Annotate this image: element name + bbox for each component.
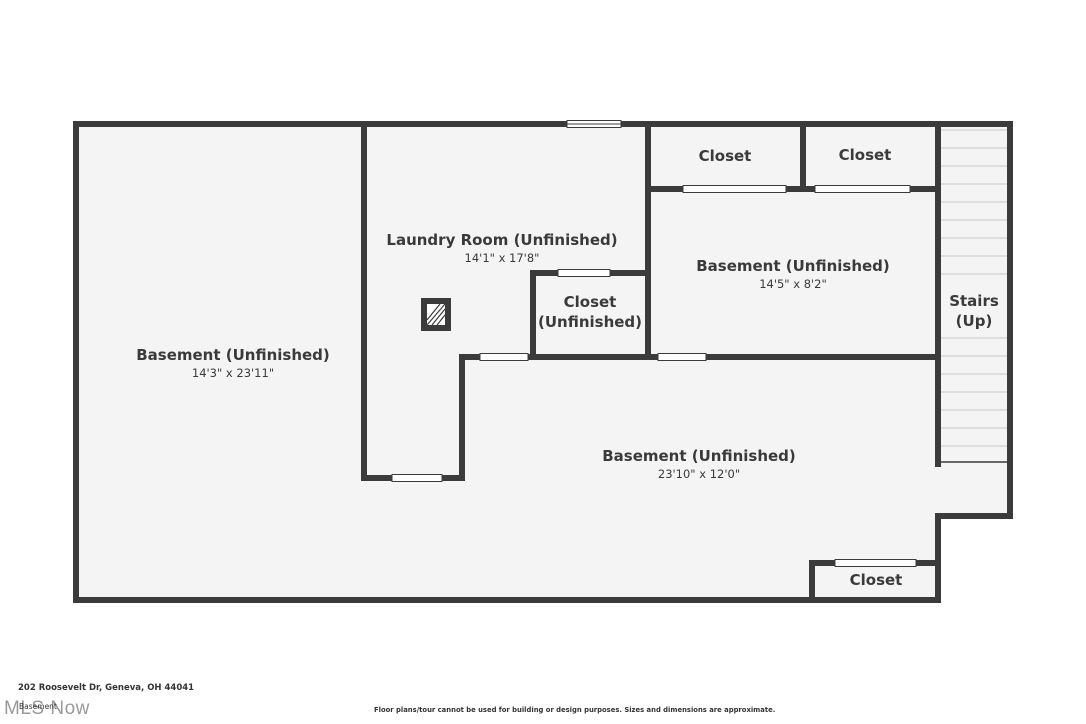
basement-right-dims: 14'5" x 8'2"	[759, 277, 827, 291]
opening-closet-top-2	[814, 185, 911, 193]
exterior-wall	[73, 121, 1013, 603]
mls-now-logo: MLS Now	[4, 698, 90, 719]
basement-right-name: Basement (Unfinished)	[696, 257, 890, 275]
opening-closet-top-1	[682, 185, 787, 193]
stair-treads	[940, 129, 1007, 463]
opening-laundry-bottom	[391, 474, 443, 482]
basement-left-name: Basement (Unfinished)	[136, 346, 330, 364]
stairs-label-bg	[945, 288, 1002, 332]
closet-mid-name-1: Closet	[564, 293, 617, 311]
opening-closet-mid	[557, 269, 611, 277]
door-openings	[391, 185, 917, 567]
closet-top-1-name: Closet	[699, 147, 752, 165]
closet-top-2-name: Closet	[839, 146, 892, 164]
laundry-name: Laundry Room (Unfinished)	[386, 231, 617, 249]
closet-bottom-name: Closet	[850, 571, 903, 589]
basement-bottom-name: Basement (Unfinished)	[602, 447, 796, 465]
property-address: 202 Roosevelt Dr, Geneva, OH 44041	[18, 683, 195, 693]
laundry-dims: 14'1" x 17'8"	[465, 251, 540, 265]
floor-area	[76, 124, 1010, 600]
chimney-symbol	[421, 298, 451, 331]
stairs-name-1: Stairs	[949, 292, 999, 310]
basement-bottom-dims: 23'10" x 12'0"	[658, 467, 740, 481]
stairs-name-2: (Up)	[956, 312, 993, 330]
closet-mid-name-2: (Unfinished)	[538, 313, 642, 331]
basement-left-dims: 14'3" x 23'11"	[192, 366, 274, 380]
opening-basement-right	[657, 353, 707, 361]
opening-step-top	[479, 353, 529, 361]
window	[566, 120, 622, 128]
disclaimer-text: Floor plans/tour cannot be used for buil…	[374, 706, 776, 714]
floor-level-label: Basement	[19, 702, 57, 711]
opening-closet-bottom	[834, 559, 917, 567]
